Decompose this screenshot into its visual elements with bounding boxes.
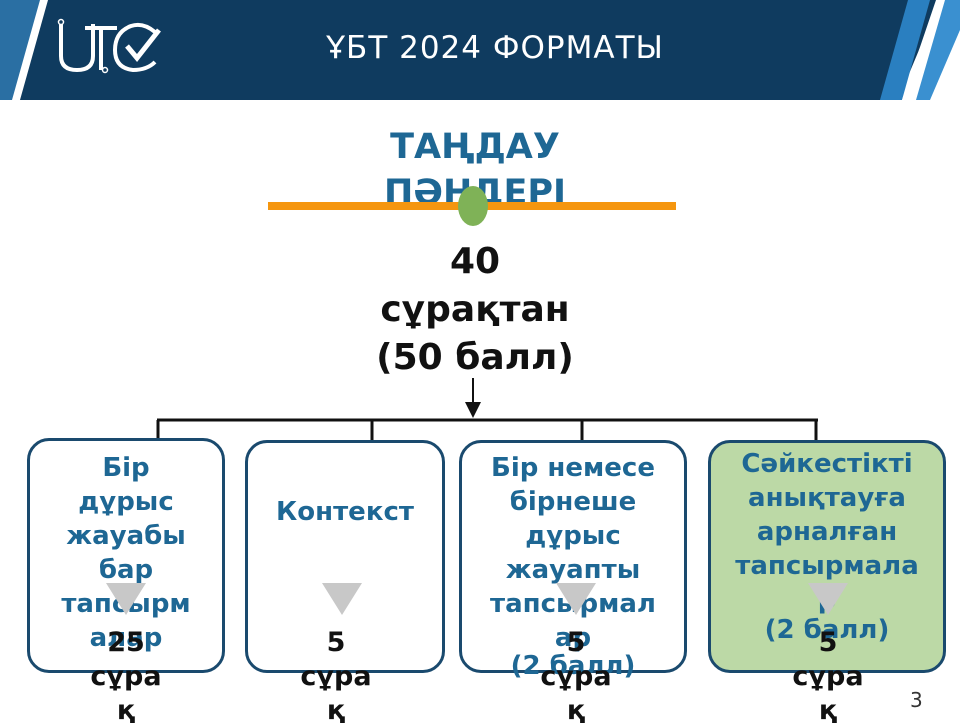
box-label: Сәйкестікті анықтауға арналған тапсырмал… [735,449,919,615]
box-count: 5 сұра қ [540,627,612,726]
box-points-note: (2 балл) [510,651,636,681]
slide-title: ҰБТ 2024 ФОРМАТЫ [326,30,664,66]
box-multiple-answers: Бір немесе бірнеше дұрыс жауапты тапсырм… [459,440,687,681]
box-count: 5 сұра қ [792,627,864,726]
total-question-count: 40 сұрақтан (50 балл) [376,241,574,378]
box-matching: Сәйкестікті анықтауға арналған тапсырмал… [708,440,946,673]
box-points-note: (2 балл) [764,615,890,645]
triangle-down-icon [808,583,848,615]
box-label: Бір дұрыс жауабы бар тапсырм алар [61,453,191,653]
box-label: Бір немесе бірнеше дұрыс жауапты тапсырм… [490,453,656,653]
page-number: 3 [910,688,923,712]
box-count: 25 сұра қ [90,627,162,726]
triangle-down-icon [106,583,146,615]
triangle-down-icon [556,583,596,615]
box-single-answer: Бір дұрыс жауабы бар тапсырм алар [27,438,225,673]
utc-logo [57,18,161,74]
box-label: Контекст [276,497,414,527]
triangle-down-icon [322,583,362,615]
box-count: 5 сұра қ [300,627,372,726]
green-dot-icon [458,186,488,226]
box-context: Контекст [245,440,445,673]
header-banner [0,0,960,100]
